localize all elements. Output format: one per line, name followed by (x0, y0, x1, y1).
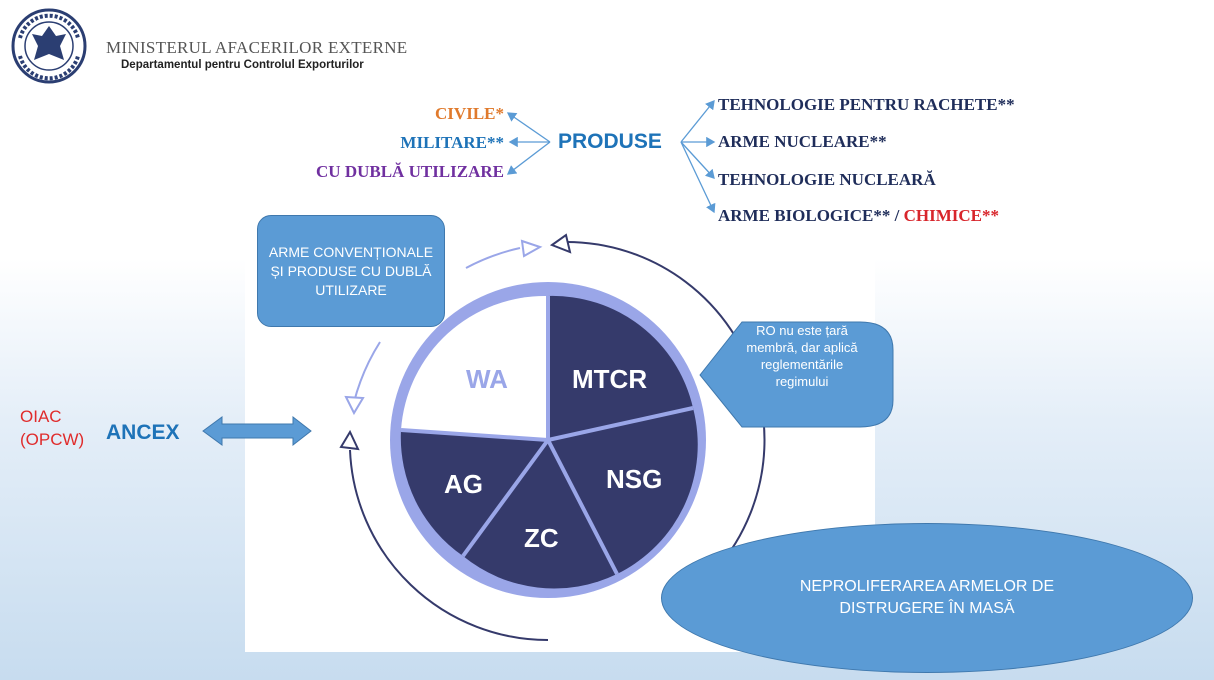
government-seal-icon (11, 8, 87, 84)
ro-note-callout: RO nu este țară membră, dar aplică regle… (746, 323, 858, 389)
product-nuclear-tech: TEHNOLOGIE NUCLEARĂ (718, 170, 936, 189)
goal-text: NEPROLIFERAREA ARMELOR DE DISTRUGERE ÎN … (799, 578, 1055, 617)
arrow-to-missile-tech (680, 99, 715, 143)
outer-arrowhead-top (549, 233, 572, 254)
oiac-label: OIAC (OPCW) (20, 405, 84, 451)
regime-zc-label: ZC (524, 523, 559, 553)
segment-ag (400, 430, 548, 556)
inner-arc-left (353, 341, 381, 403)
product-bio-chem: ARME BIOLOGICE** / CHIMICE** (718, 206, 1000, 225)
arrow-to-civile (506, 112, 551, 143)
regime-mtcr-label: MTCR (572, 364, 648, 394)
product-missile-tech: TEHNOLOGIE PENTRU RACHETE** (718, 95, 1015, 114)
regime-ag-label: AG (444, 469, 483, 499)
nonproliferation-goal-ellipse: NEPROLIFERAREA ARMELOR DE DISTRUGERE ÎN … (661, 523, 1193, 673)
ministry-name: MINISTERUL AFACERILOR EXTERNE (106, 38, 408, 57)
product-civile: CIVILE* (435, 104, 504, 123)
conventional-arms-callout: ARME CONVENȚIONALE ȘI PRODUSE CU DUBLĂ U… (257, 215, 445, 327)
segment-nsg (548, 408, 698, 574)
ancex-label: ANCEX (106, 421, 180, 444)
outer-arrowhead-left (339, 429, 360, 451)
department-name: Departamentul pentru Controlul Exporturi… (121, 59, 364, 71)
inner-arrowhead-left (344, 395, 365, 416)
product-dual-use: CU DUBLĂ UTILIZARE (316, 162, 504, 181)
arrow-to-bio-chem (680, 141, 716, 214)
arrow-to-dual-use (506, 141, 551, 175)
product-nuclear-weapons: ARME NUCLEARE** (718, 132, 887, 151)
chimice-label: CHIMICE** (903, 206, 1000, 225)
regime-wa-label: WA (466, 364, 508, 394)
product-militare: MILITARE** (400, 133, 504, 152)
inner-arc-top (465, 247, 521, 269)
ancex-double-arrow (202, 415, 312, 447)
segment-zc (463, 440, 617, 589)
oiac-text: OIAC (20, 407, 62, 426)
regime-nsg-label: NSG (606, 464, 663, 494)
produse-center-label: PRODUSE (558, 130, 662, 153)
outer-cycle-arc-bottom (349, 449, 549, 642)
inner-arrowhead-top (520, 239, 543, 258)
opcw-text: (OPCW) (20, 430, 85, 449)
arrow-to-nuclear-tech (680, 141, 715, 179)
segment-wa (401, 295, 548, 440)
ro-callout-shape (699, 321, 894, 428)
segment-mtcr (548, 295, 693, 440)
